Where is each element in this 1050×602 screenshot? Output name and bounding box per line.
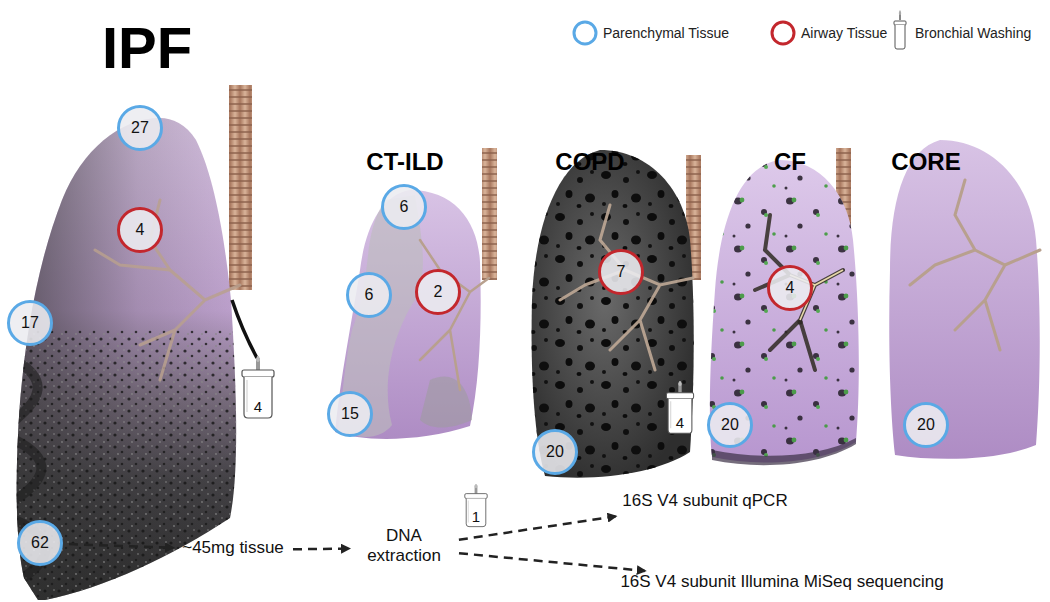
disease-heading: IPF xyxy=(102,14,192,81)
flow-arrow xyxy=(459,553,645,571)
sample-count: 4 xyxy=(136,221,145,239)
parenchyma-sample-circle: 17 xyxy=(7,300,53,346)
trachea xyxy=(229,85,252,290)
step-text: 16S V4 subunit Illumina MiSeq sequencing xyxy=(617,572,947,592)
parenchyma-sample-circle: 20 xyxy=(903,402,949,448)
parenchyma-sample-circle: 20 xyxy=(707,402,753,448)
disease-heading: CT-ILD xyxy=(366,148,443,176)
bronchial-washing-jar: 1 xyxy=(462,484,490,528)
process-step: ~45mg tissue xyxy=(179,538,287,563)
sample-count: 20 xyxy=(721,416,739,434)
sample-count: 4 xyxy=(676,414,684,431)
bronchial-washing-jar: 4 xyxy=(238,356,278,420)
parenchyma-sample-circle: 27 xyxy=(117,105,163,151)
legend-jar xyxy=(894,10,906,49)
airway-sample-circle: 7 xyxy=(598,249,644,295)
lung-outline xyxy=(532,150,694,478)
step-text: ~45mg tissue xyxy=(179,538,287,558)
airway-sample-circle: 2 xyxy=(415,269,461,315)
parenchyma-sample-circle: 20 xyxy=(532,429,578,475)
sample-count: 62 xyxy=(31,534,49,552)
sample-count: 7 xyxy=(617,263,626,281)
parenchyma-sample-circle: 62 xyxy=(17,520,63,566)
sample-count: 20 xyxy=(546,443,564,461)
lung-outline xyxy=(710,160,859,462)
disease-heading: COPD xyxy=(555,148,624,176)
legend-ring xyxy=(772,22,794,44)
sample-count: 17 xyxy=(21,314,39,332)
legend-text: Bronchial Washing xyxy=(915,25,1031,41)
disease-heading: CF xyxy=(774,148,806,176)
process-step: 16S V4 subunit qPCR xyxy=(619,491,791,516)
parenchyma-sample-circle: 6 xyxy=(381,184,427,230)
sample-count: 6 xyxy=(365,286,374,304)
process-step: 16S V4 subunit Illumina MiSeq sequencing xyxy=(617,572,947,597)
step-text: 16S V4 subunit qPCR xyxy=(619,491,791,511)
step-text: DNA extraction xyxy=(355,526,453,567)
legend-text: Airway Tissue xyxy=(801,25,887,41)
legend-text: Parenchymal Tissue xyxy=(603,25,729,41)
airway-sample-circle: 4 xyxy=(117,207,163,253)
sample-count: 20 xyxy=(917,416,935,434)
disease-heading: CORE xyxy=(891,148,960,176)
parenchyma-sample-circle: 15 xyxy=(327,391,373,437)
sample-count: 2 xyxy=(434,283,443,301)
sample-count: 27 xyxy=(131,119,149,137)
sample-count: 4 xyxy=(254,398,262,415)
lung-outline xyxy=(889,140,1040,459)
sample-count: 6 xyxy=(400,198,409,216)
parenchyma-sample-circle: 6 xyxy=(346,272,392,318)
bronchoscope-tube xyxy=(232,300,257,358)
airway-sample-circle: 4 xyxy=(767,265,813,311)
flow-arrow xyxy=(69,544,173,548)
sample-count: 1 xyxy=(472,508,480,525)
bronchial-washing-jar: 4 xyxy=(663,381,697,435)
flow-arrow xyxy=(293,547,349,550)
sample-count: 15 xyxy=(341,405,359,423)
process-step: DNA extraction xyxy=(355,526,453,571)
sample-count: 4 xyxy=(786,279,795,297)
legend-ring xyxy=(574,22,596,44)
